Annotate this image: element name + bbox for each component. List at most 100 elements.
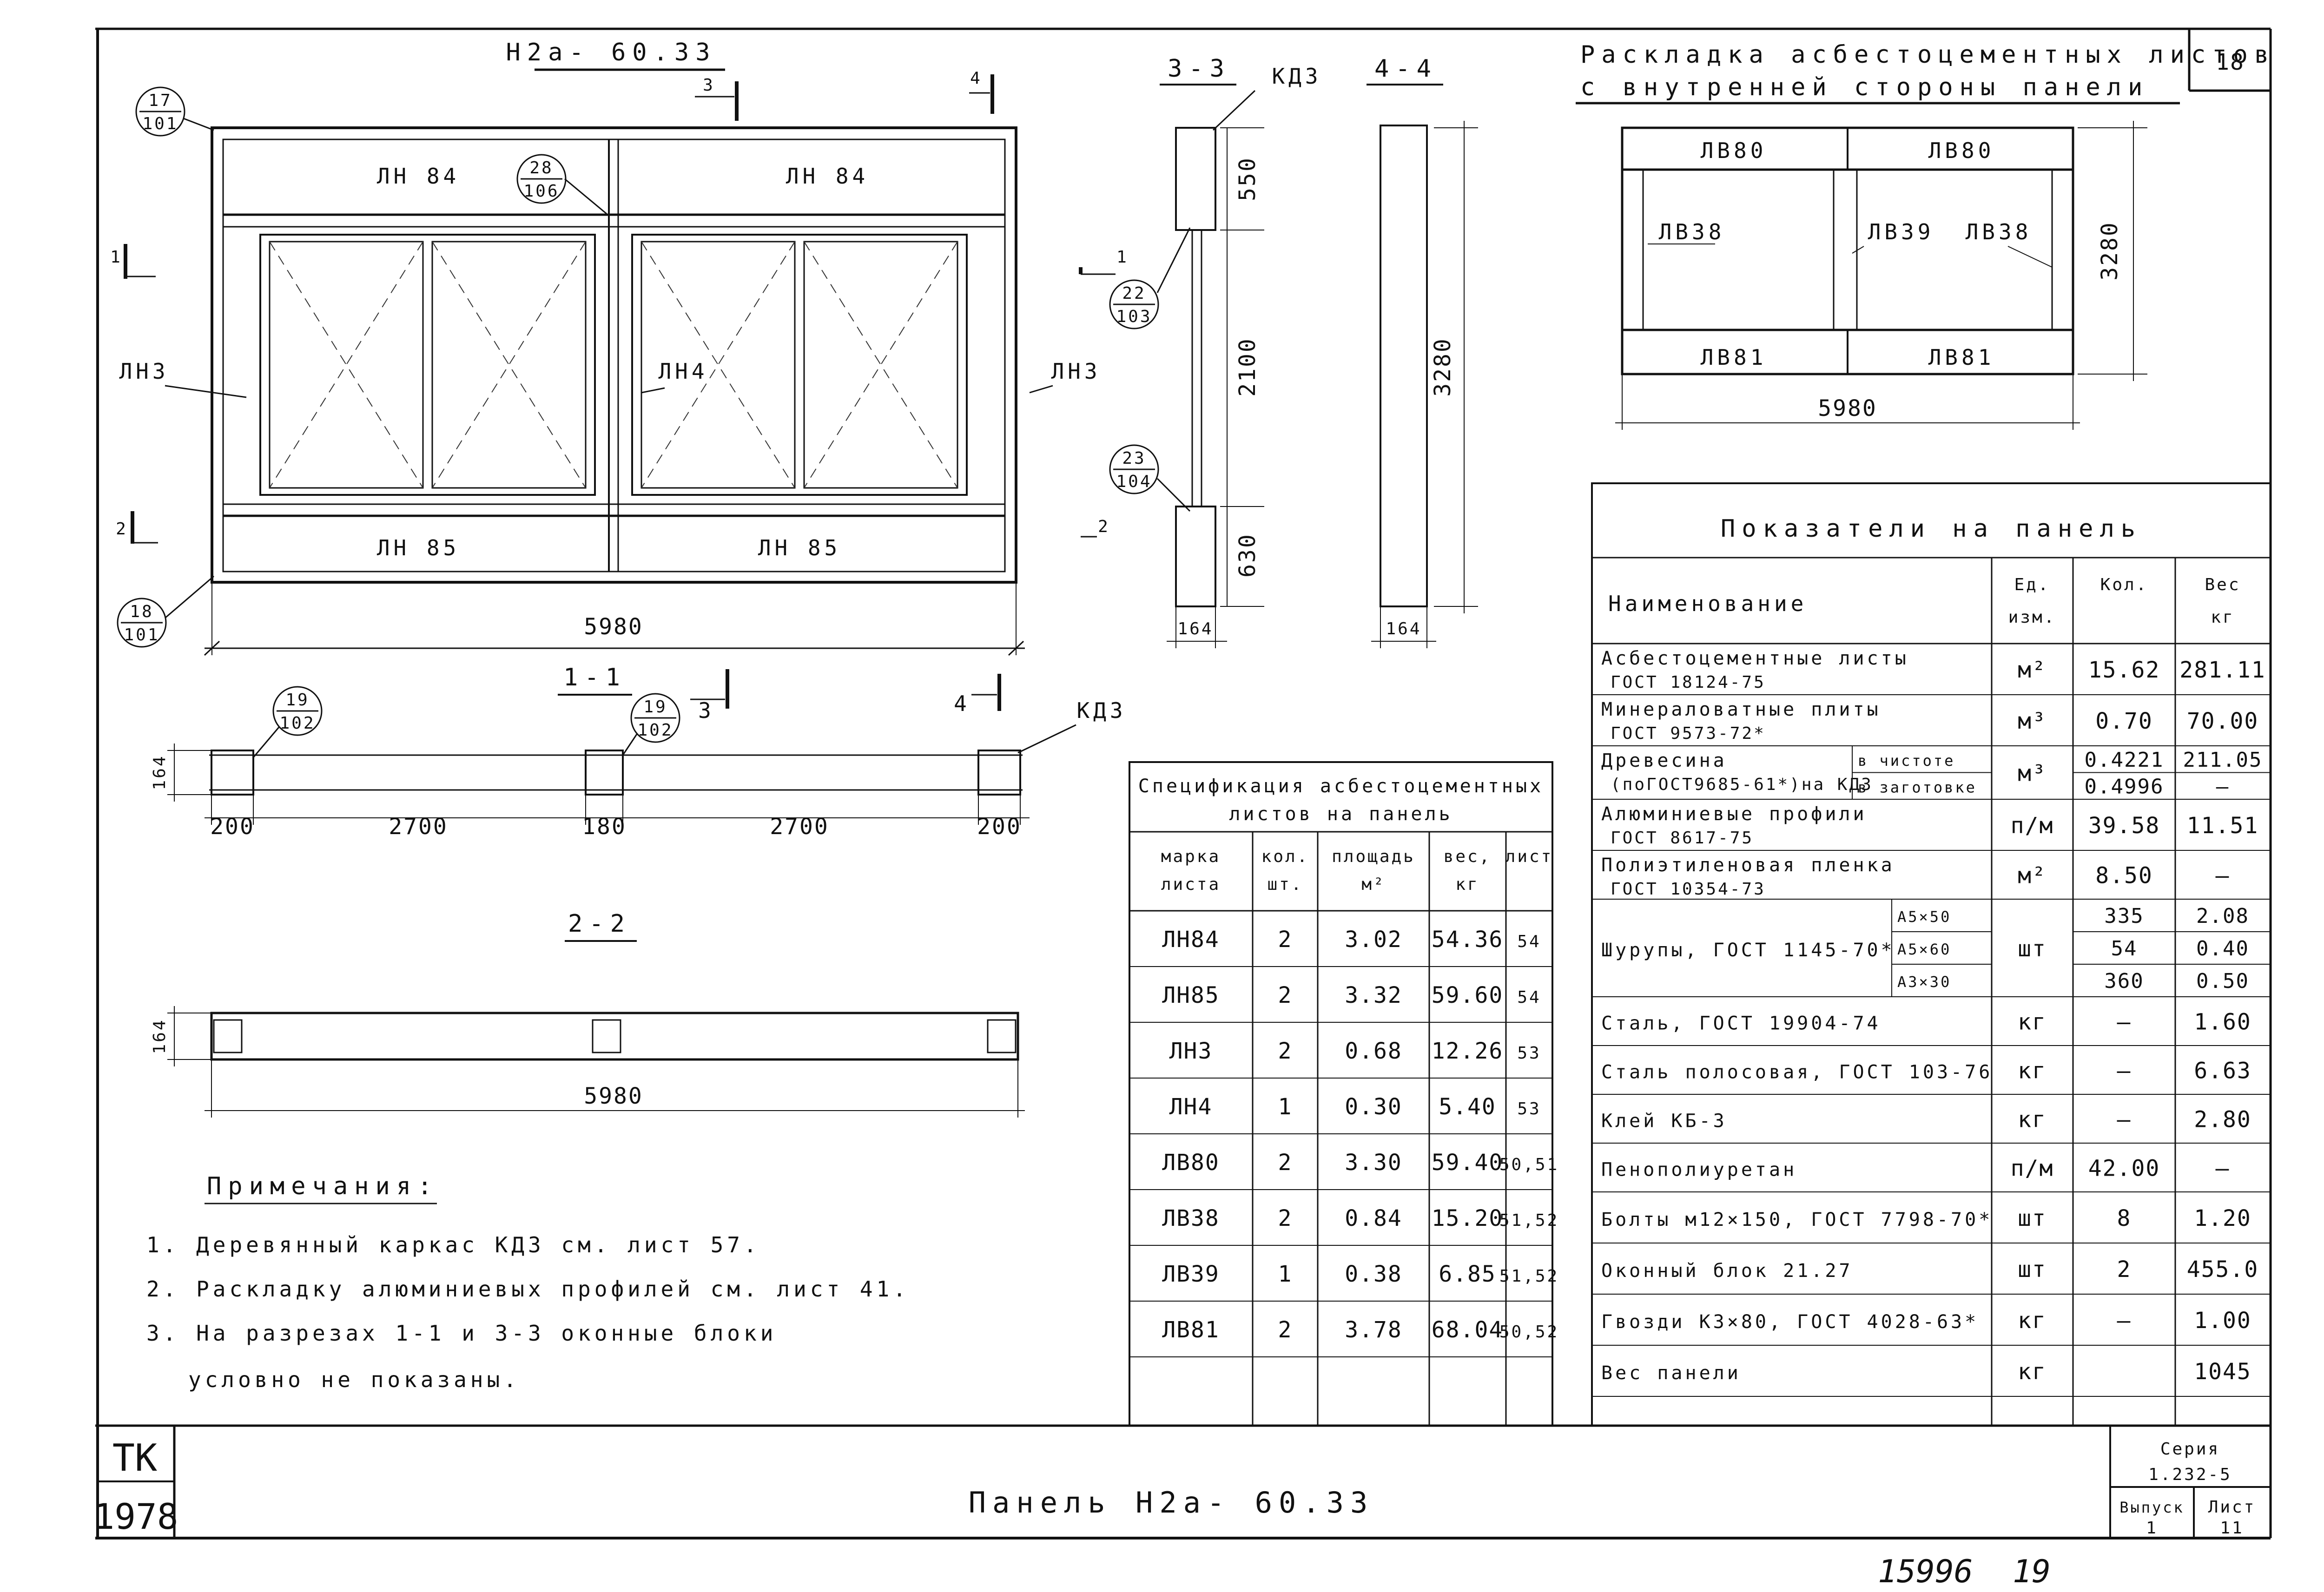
inner-lv81-left: ЛВ81 — [1701, 345, 1767, 370]
ind-name-sub: ГОСТ 10354-73 — [1611, 880, 1766, 899]
section-2-2-width: 5980 — [584, 1083, 643, 1109]
spec-h-mark-2: листа — [1161, 875, 1221, 894]
section-3-3-mark-2: 2 — [1081, 517, 1108, 538]
inner-layout-height: 3280 — [2097, 221, 2123, 281]
ind-unit: п/м — [2011, 1156, 2054, 1182]
stamp-year: 1978 — [93, 1496, 178, 1537]
svg-text:101: 101 — [124, 625, 159, 645]
ind-qty: — — [2117, 1009, 2132, 1035]
svg-text:101: 101 — [142, 114, 178, 133]
ind-weight: 1.00 — [2194, 1308, 2251, 1334]
window-left — [259, 234, 596, 496]
ind-qty: 42.00 — [2088, 1156, 2160, 1182]
inner-lv80-right: ЛВ80 — [1928, 138, 1995, 163]
spec-title-1: Спецификация асбестоцементных — [1138, 776, 1544, 797]
ind-weight: 0.40 — [2196, 937, 2249, 960]
section-4-4-height: 3280 — [1430, 337, 1456, 397]
spec-cell: ЛВ38 — [1162, 1205, 1220, 1231]
ind-name: Древесина — [1601, 750, 1727, 771]
label-right-side: ЛН3 — [1051, 359, 1101, 384]
ind-weight: — — [2216, 1156, 2230, 1182]
ind-h-unit-1: Ед. — [2014, 575, 2050, 594]
issue-value: 1 — [2146, 1519, 2158, 1538]
spec-h-qty-2: шт. — [1267, 875, 1303, 894]
spec-cell: ЛВ80 — [1162, 1150, 1220, 1176]
inner-layout-width: 5980 — [1818, 395, 1877, 421]
ind-name-sub: ГОСТ 8617-75 — [1611, 829, 1754, 848]
ind-qty: 15.62 — [2088, 657, 2160, 683]
label-center-mullion: ЛН4 — [658, 359, 708, 384]
ind-unit: кг — [2018, 1058, 2047, 1084]
sheet-value: 11 — [2220, 1519, 2244, 1538]
inner-layout-title-1: Раскладка асбестоцементных листов — [1580, 41, 2275, 69]
svg-text:22: 22 — [1122, 284, 1146, 303]
spec-cell: 15.20 — [1432, 1205, 1504, 1231]
sheet-number-box: 18 — [2188, 29, 2271, 92]
spec-cell: 59.60 — [1432, 982, 1504, 1008]
series-value: 1.232-5 — [2148, 1465, 2232, 1484]
ind-qty: 2 — [2117, 1256, 2132, 1283]
ind-qty: 360 — [2104, 969, 2144, 993]
ind-qty: 8 — [2117, 1205, 2132, 1231]
section-mark-3: 3 — [695, 76, 739, 121]
section-1-1-dim-d: 2700 — [770, 814, 829, 840]
ind-weight: 6.63 — [2194, 1058, 2251, 1084]
svg-text:23: 23 — [1122, 449, 1146, 468]
issue-label: Выпуск — [2119, 1499, 2185, 1516]
ind-name: Оконный блок 21.27 — [1601, 1260, 1853, 1282]
ind-name: Алюминиевые профили — [1601, 803, 1867, 825]
ind-weight: 0.50 — [2196, 969, 2249, 993]
ind-unit: м² — [2018, 863, 2047, 889]
ind-unit: м² — [2018, 657, 2047, 683]
ind-h-weight-1: Вес — [2205, 575, 2240, 594]
spec-cell: 3.30 — [1345, 1150, 1402, 1176]
section-mark-1: 1 — [110, 244, 156, 279]
section-3-3-mark-1: 1 — [1079, 248, 1129, 275]
svg-text:1: 1 — [1116, 248, 1129, 267]
svg-text:104: 104 — [1116, 472, 1152, 491]
svg-text:4: 4 — [954, 691, 971, 716]
ind-unit: кг — [2018, 1308, 2047, 1334]
section-3-3-dim-middle: 2100 — [1235, 337, 1261, 397]
spec-h-weight-2: кг — [1455, 875, 1479, 894]
ind-qty: — — [2117, 1308, 2132, 1334]
ind-weight: 2.80 — [2194, 1107, 2251, 1133]
ind-h-unit-2: изм. — [2008, 608, 2056, 627]
spec-cell: 2 — [1278, 1205, 1293, 1231]
section-1-1-dim-b: 2700 — [389, 814, 448, 840]
section-1-1-height: 164 — [150, 754, 169, 790]
spec-cell: 2 — [1278, 1150, 1293, 1176]
note-2: 2. Раскладку алюминиевых профилей см. ли… — [146, 1276, 910, 1302]
inner-lv39: ЛВ39 — [1868, 219, 1934, 244]
ind-weight: 1.20 — [2194, 1205, 2251, 1231]
title-block: ТК 1978 Панель Н2а- 60.33 Серия 1.232-5 … — [93, 1426, 2271, 1538]
spec-cell: 0.68 — [1345, 1038, 1402, 1064]
ind-sub: в чистоте — [1858, 752, 1955, 770]
front-width-dim: 5980 — [584, 614, 643, 640]
ind-qty: 54 — [2111, 937, 2138, 960]
section-3-3-dim-bottom: 630 — [1235, 533, 1261, 578]
section-1-1-dim-c: 180 — [582, 814, 627, 840]
spec-h-sheet: лист — [1505, 847, 1553, 866]
ind-name: Шурупы, ГОСТ 1145-70* — [1601, 940, 1895, 961]
section-2-2-title: 2-2 — [568, 910, 631, 938]
handwritten-number: 15996 — [1878, 1553, 1973, 1590]
ind-weight: 281.11 — [2179, 657, 2265, 683]
notes-title: Примечания: — [207, 1172, 438, 1200]
ind-name: Сталь полосовая, ГОСТ 103-76 — [1601, 1062, 1993, 1083]
note-3: 3. На разрезах 1-1 и 3-3 оконные блоки — [146, 1321, 777, 1346]
section-3-3: 3-3 КД3 550 2100 630 164 22 103 23 — [1079, 55, 1318, 648]
callout-17-101: 17 101 — [135, 86, 214, 137]
label-bottom-left: ЛН 85 — [377, 535, 460, 560]
spec-cell: 12.26 — [1432, 1038, 1504, 1064]
spec-cell: 2 — [1278, 927, 1293, 953]
spec-h-weight-1: вес, — [1444, 847, 1492, 866]
ind-name: Асбестоцементные листы — [1601, 648, 1909, 669]
ind-unit: кг — [2018, 1009, 2047, 1035]
sheet-label: Лист — [2208, 1498, 2256, 1517]
svg-text:19: 19 — [643, 697, 667, 717]
label-left-side: ЛН3 — [119, 359, 169, 384]
ind-sub: в заготовке — [1858, 778, 1977, 796]
ind-unit: шт — [2018, 1256, 2047, 1283]
spec-cell: 54.36 — [1432, 927, 1504, 953]
